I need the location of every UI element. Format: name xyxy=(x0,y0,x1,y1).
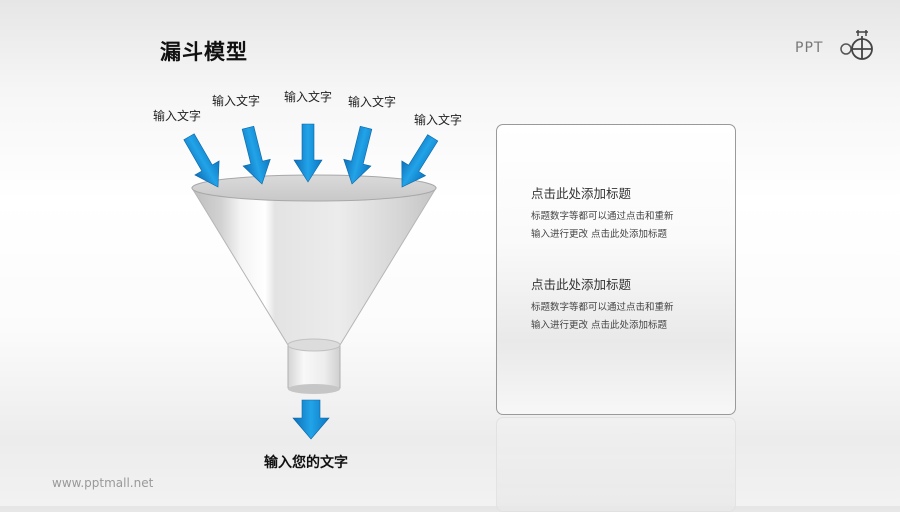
output-label: 输入您的文字 xyxy=(264,455,348,471)
input-label-3: 输入文字 xyxy=(284,90,333,104)
funnel-rim xyxy=(191,174,437,202)
block-title[interactable]: 点击此处添加标题 xyxy=(531,186,632,201)
panel-reflection xyxy=(496,417,736,512)
input-arrow-icon xyxy=(183,133,220,188)
funnel-cone xyxy=(191,187,437,346)
block-line: 输入进行更改 点击此处添加标题 xyxy=(531,320,668,331)
input-arrow-icon xyxy=(241,125,271,185)
input-label-1: 输入文字 xyxy=(153,109,202,123)
footer-url: www.pptmall.net xyxy=(52,476,154,490)
input-arrow-icon xyxy=(343,125,373,185)
block-title[interactable]: 点击此处添加标题 xyxy=(531,277,632,292)
input-label-4: 输入文字 xyxy=(348,95,397,109)
text-panel: 点击此处添加标题 标题数字等都可以通过点击和重新 输入进行更改 点击此处添加标题… xyxy=(496,124,736,415)
block-line: 标题数字等都可以通过点击和重新 xyxy=(531,302,674,313)
page-title: 漏斗模型 xyxy=(160,40,248,64)
input-label-5: 输入文字 xyxy=(414,113,463,127)
input-arrow-icon xyxy=(401,134,439,188)
output-arrow-icon xyxy=(292,399,330,440)
text-block-2: 点击此处添加标题 标题数字等都可以通过点击和重新 输入进行更改 点击此处添加标题 xyxy=(531,274,674,335)
logo-text: PPT xyxy=(795,40,824,56)
block-line: 输入进行更改 点击此处添加标题 xyxy=(531,229,668,240)
logo: PPT xyxy=(790,28,880,68)
input-label-2: 输入文字 xyxy=(212,94,261,108)
block-line: 标题数字等都可以通过点击和重新 xyxy=(531,211,674,222)
input-arrow-icon xyxy=(293,123,323,183)
text-block-1: 点击此处添加标题 标题数字等都可以通过点击和重新 输入进行更改 点击此处添加标题 xyxy=(531,183,674,244)
circle-crosshair-logo-icon xyxy=(840,30,873,60)
